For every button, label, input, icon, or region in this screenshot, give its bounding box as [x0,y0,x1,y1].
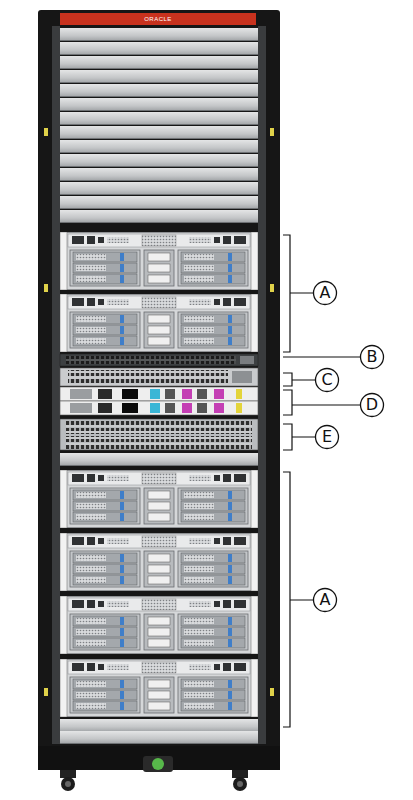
callout-letter: E [322,429,332,445]
brand-name: ORACLE [144,16,172,22]
callout-letter: D [366,397,378,413]
callout-letter: A [320,592,331,608]
callout-letter: B [367,349,378,365]
callout-letter: A [320,285,331,301]
callout-letter: C [321,372,332,388]
